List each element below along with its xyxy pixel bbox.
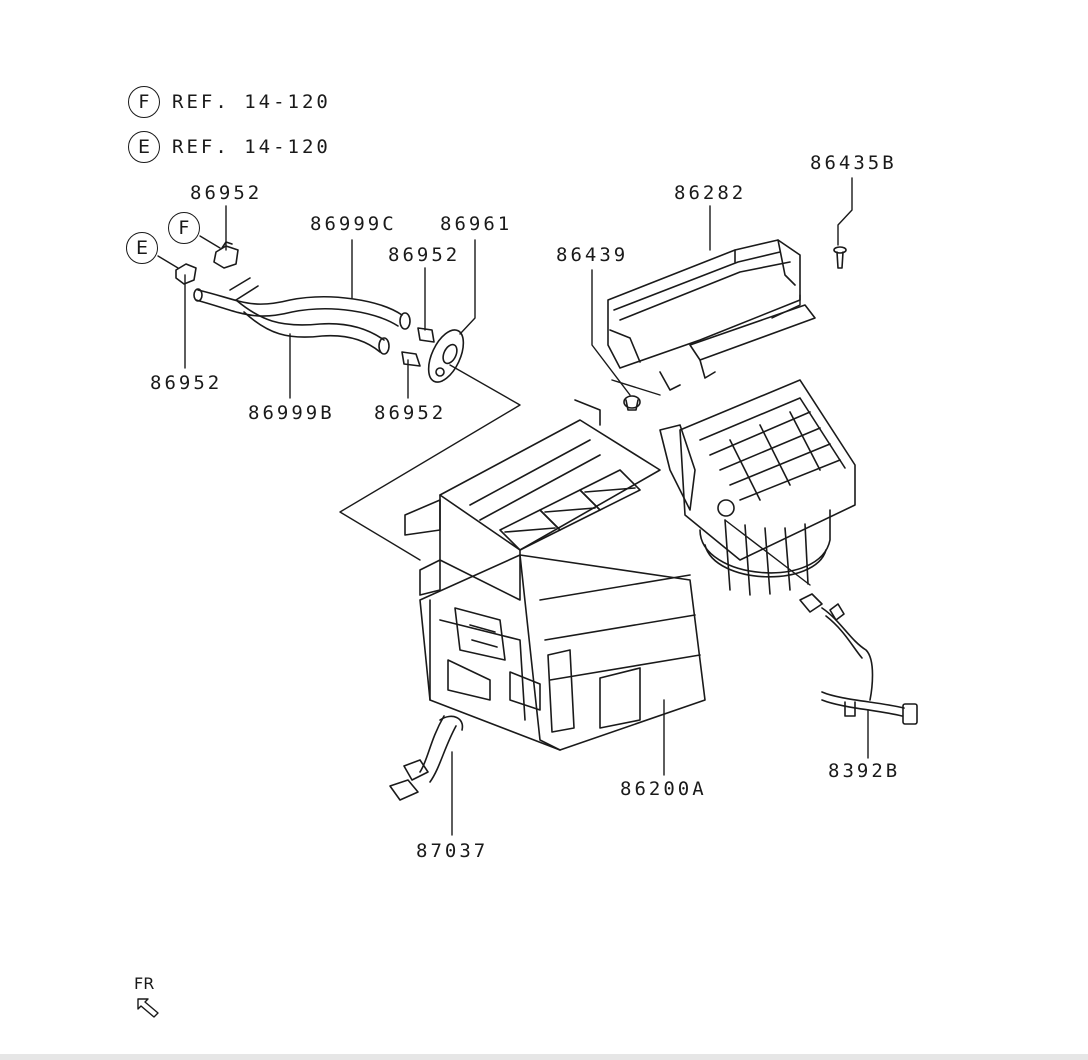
- heater-unit-body: [404, 399, 706, 751]
- reference-text-f: REF. 14-120: [172, 91, 331, 113]
- label-sensor: 87037: [416, 840, 489, 862]
- screw: [833, 246, 847, 269]
- rivet: [623, 395, 641, 411]
- sensor-wire: [389, 715, 464, 801]
- reference-tag-e: E: [128, 131, 160, 163]
- front-direction-mark: FR: [134, 974, 164, 1025]
- label-harness: 8392B: [828, 760, 901, 782]
- front-direction-label: FR: [134, 974, 155, 993]
- label-clip-left: 86952: [150, 372, 223, 394]
- bottom-edge-bar: [0, 1054, 1088, 1060]
- reference-tag-f: F: [128, 86, 160, 118]
- reference-e: E REF. 14-120: [128, 131, 331, 163]
- label-clip-mid-lower: 86952: [374, 402, 447, 424]
- leader-lines: [157, 177, 869, 836]
- grommet: [427, 329, 465, 383]
- wire-harness: [799, 593, 918, 725]
- callout-f: F: [168, 212, 200, 244]
- heater-hoses: [193, 277, 411, 355]
- label-heater-unit: 86200A: [620, 778, 707, 800]
- blower-unit-side: [659, 379, 856, 596]
- reference-text-e: REF. 14-120: [172, 136, 331, 158]
- reference-f: F REF. 14-120: [128, 86, 331, 118]
- label-grommet: 86961: [440, 213, 513, 235]
- label-hose-lower: 86999B: [248, 402, 335, 424]
- label-blower-case: 86282: [674, 182, 747, 204]
- label-screw: 86435B: [810, 152, 897, 174]
- label-rivet: 86439: [556, 244, 629, 266]
- blower-case: [607, 239, 816, 391]
- clip-parts: [175, 241, 435, 367]
- label-clip-top: 86952: [190, 182, 263, 204]
- label-hose-upper: 86999C: [310, 213, 397, 235]
- label-clip-mid-upper: 86952: [388, 244, 461, 266]
- callout-e: E: [126, 232, 158, 264]
- front-arrow-icon: [137, 998, 159, 1018]
